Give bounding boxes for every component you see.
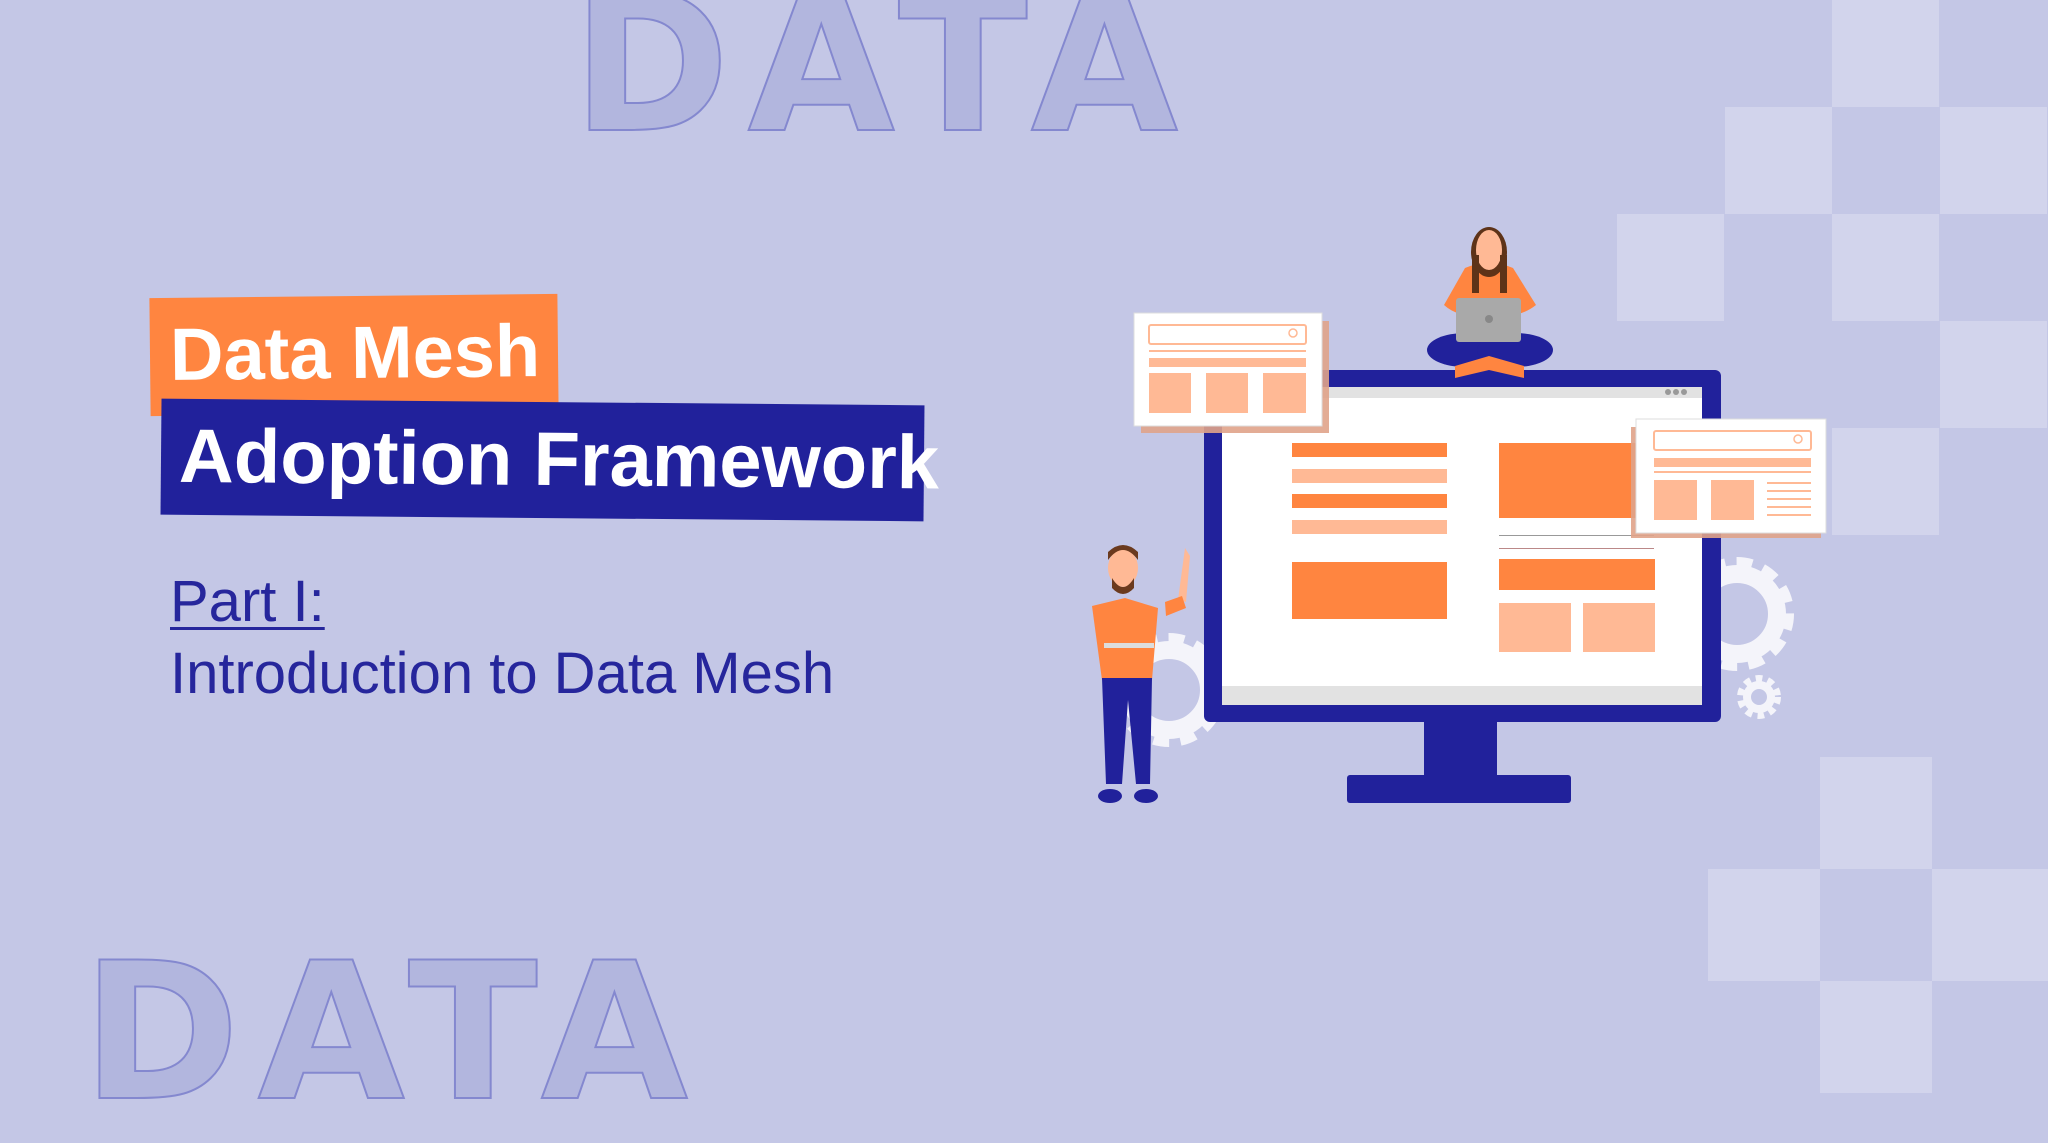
checker-square <box>1832 428 1939 535</box>
checker-square <box>1932 869 2048 981</box>
checker-square <box>1708 869 1820 981</box>
gear-icon <box>1737 675 1781 719</box>
monitor-icon <box>1204 370 1721 803</box>
checker-square <box>1832 214 1939 321</box>
watermark-data-top: DATA <box>571 0 1196 175</box>
checker-square <box>1820 981 1932 1093</box>
woman-with-laptop <box>1427 227 1553 378</box>
subtitle-text: Introduction to Data Mesh <box>170 641 835 706</box>
checker-square <box>1832 0 1939 107</box>
search-card-icon <box>1133 312 1329 433</box>
subtitle-part: Part I: <box>170 569 325 634</box>
search-card-icon <box>1631 418 1827 538</box>
checker-square <box>1617 214 1724 321</box>
checker-square <box>1820 757 1932 869</box>
man-pointing <box>1092 545 1190 803</box>
checker-square <box>1725 107 1832 214</box>
checker-square <box>1940 321 2047 428</box>
checker-square <box>1940 107 2047 214</box>
illustration <box>1092 227 1827 803</box>
